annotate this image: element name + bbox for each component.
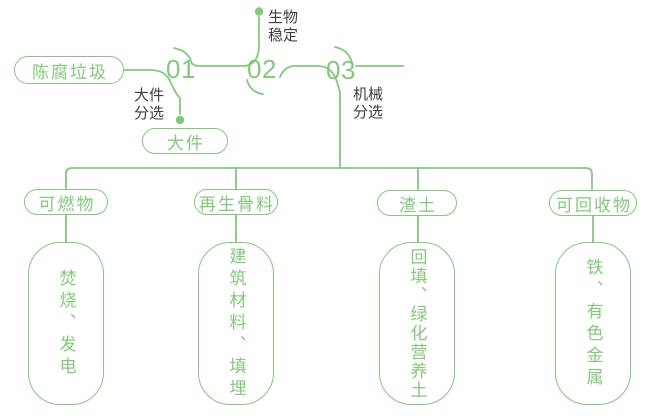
result-box-metals: 铁、有色金属 [555, 242, 631, 405]
category-label: 渣土 [399, 195, 437, 215]
step-number-02: 02 [247, 54, 277, 84]
line-step1-to-step2 [173, 16, 260, 67]
result-label: 建筑材料、填埋 [226, 246, 246, 401]
category-pill-combustibles: 可燃物 [24, 189, 108, 215]
category-pill-recycled-aggregate: 再生骨料 [194, 189, 278, 215]
result-label: 回填、绿化营养土 [407, 247, 427, 400]
step-number-01: 01 [166, 54, 196, 84]
swoosh-over-step3 [334, 46, 353, 64]
process-label-bulky-sorting: 大件分选 [134, 87, 165, 122]
result-box-incineration: 焚烧、发电 [28, 242, 104, 405]
result-label: 铁、有色金属 [583, 257, 603, 390]
result-box-backfill: 回填、绿化营养土 [379, 242, 455, 405]
bulky-output-pill: 大件 [142, 128, 228, 154]
result-box-building-materials: 建筑材料、填埋 [198, 242, 274, 405]
bio-branch-dot [254, 7, 264, 16]
category-pill-slag-soil: 渣土 [377, 190, 457, 216]
result-label: 焚烧、发电 [56, 268, 76, 379]
line-source-to-step1 [123, 69, 181, 115]
category-label: 可燃物 [38, 194, 96, 214]
source-pill: 陈腐垃圾 [14, 56, 124, 84]
source-label: 陈腐垃圾 [32, 62, 108, 82]
category-pill-recyclables: 可回收物 [549, 190, 637, 216]
line-step2-to-step3 [279, 65, 341, 168]
bulky-branch-dot [175, 115, 185, 125]
category-label: 再生骨料 [199, 194, 275, 214]
process-label-mechanical-sorting: 机械分选 [353, 86, 384, 121]
bulky-output-label: 大件 [167, 133, 205, 153]
distribution-bar [65, 167, 593, 190]
swoosh-under-step2 [246, 79, 264, 95]
category-label: 可回收物 [556, 195, 632, 215]
step-number-03: 03 [326, 55, 356, 85]
process-label-bio-stabilization: 生物稳定 [268, 9, 299, 44]
